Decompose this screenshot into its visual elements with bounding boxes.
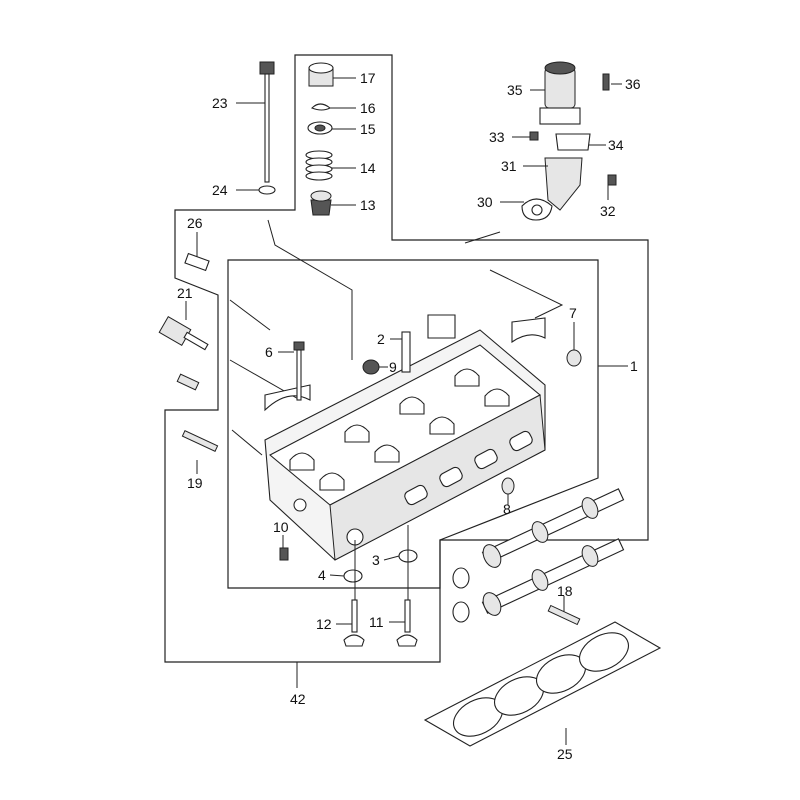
callout-6: 6 (265, 344, 273, 360)
egr-nut (607, 174, 617, 186)
callout-leaders (185, 77, 628, 745)
callout-1: 1 (630, 358, 638, 374)
seal (362, 359, 380, 375)
callout-11: 11 (369, 614, 384, 630)
hydraulic-lifter (308, 62, 334, 87)
callout-23: 23 (212, 95, 228, 111)
outer-group-frame (164, 54, 649, 663)
leader-line (464, 231, 501, 244)
callout-21: 21 (177, 285, 193, 301)
callout-17: 17 (360, 70, 376, 86)
leader-line (231, 429, 263, 456)
callout-3: 3 (372, 552, 380, 568)
leader-line (489, 269, 564, 319)
plug-8 (501, 477, 515, 495)
camshaft (481, 488, 625, 616)
cylinder-head (264, 329, 546, 561)
callout-31: 31 (501, 158, 517, 174)
callout-24: 24 (212, 182, 228, 198)
egr-valve (539, 61, 581, 125)
valve-spring (305, 150, 333, 181)
camshaft-oil-seal (452, 601, 470, 623)
cylinder-head-gasket (423, 621, 662, 747)
head-bolt-washer (258, 185, 276, 195)
callout-9: 9 (389, 359, 397, 375)
callout-26: 26 (187, 215, 203, 231)
callout-10: 10 (273, 519, 289, 535)
plug (566, 349, 582, 367)
callout-32: 32 (600, 203, 616, 219)
valve-stem-seal (310, 190, 332, 216)
callout-4: 4 (318, 567, 326, 583)
callout-15: 15 (360, 121, 376, 137)
dowel-pin (401, 331, 411, 373)
temperature-sensor (158, 316, 209, 351)
callout-16: 16 (360, 100, 376, 116)
callout-33: 33 (489, 129, 505, 145)
leader-line (229, 299, 271, 331)
dowel-sleeve (184, 252, 210, 272)
callout-42: 42 (290, 691, 306, 707)
callout-13: 13 (360, 197, 376, 213)
callout-8: 8 (503, 501, 511, 517)
callout-36: 36 (625, 76, 641, 92)
callout-2: 2 (377, 331, 385, 347)
camshaft-oil-seal (452, 567, 470, 589)
temperature-sender (176, 373, 200, 391)
egr-bolt (602, 73, 610, 91)
callout-14: 14 (360, 160, 376, 176)
callout-30: 30 (477, 194, 493, 210)
egr-gasket-upper (555, 133, 591, 151)
stud (279, 547, 289, 561)
callout-25: 25 (557, 746, 573, 762)
exhaust-valve (396, 599, 418, 647)
callout-19: 19 (187, 475, 203, 491)
spring-retainer (307, 121, 333, 135)
callout-34: 34 (608, 137, 624, 153)
valve-seat-intake (343, 569, 363, 583)
exhaust-stud (181, 430, 219, 452)
callout-12: 12 (316, 616, 332, 632)
callout-18: 18 (557, 583, 573, 599)
leader-line (267, 219, 353, 360)
callout-35: 35 (507, 82, 523, 98)
egr-bolt-small (529, 131, 539, 141)
egr-adapter (544, 157, 583, 211)
cap-bolt (293, 341, 305, 401)
egr-gasket-lower (521, 198, 553, 221)
head-group-frame (227, 259, 599, 589)
intake-valve (343, 599, 365, 647)
valve-cotter (311, 103, 332, 111)
head-bolt (259, 61, 275, 183)
callout-7: 7 (569, 305, 577, 321)
intake-stud (547, 604, 581, 626)
